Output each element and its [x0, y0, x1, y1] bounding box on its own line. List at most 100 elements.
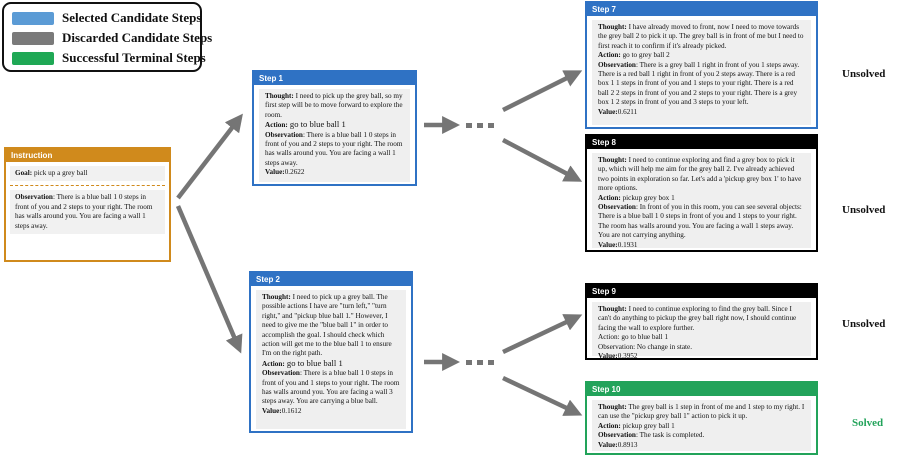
ellipsis-dot [477, 360, 483, 365]
value-text: 0.8913 [617, 440, 638, 449]
ellipsis-dot [477, 123, 483, 128]
action-label: Action: [262, 359, 285, 368]
value-text: 0.3952 [617, 352, 638, 361]
thought-text: I need to pick up the grey ball, so my f… [265, 92, 403, 119]
action-text: go to blue ball 1 [284, 357, 343, 368]
thought-text: The grey ball is 1 step in front of me a… [598, 403, 805, 421]
action-label: Action: [598, 421, 621, 430]
observation-text: Observation: No change in state. [598, 342, 693, 351]
legend-swatch-discarded [12, 31, 54, 45]
legend-label: Selected Candidate Steps [62, 10, 202, 25]
action-label: Action: [265, 121, 288, 130]
observation-label: Observation [265, 130, 303, 139]
value-label: Value: [265, 168, 285, 177]
goal-section: Goal: pick up a grey ball [10, 166, 165, 182]
arrow-instruction-to-step2 [175, 205, 243, 354]
legend-swatch-selected [12, 11, 54, 25]
legend-label: Discarded Candidate Steps [62, 30, 213, 45]
action-text: Action: go to blue ball 1 [598, 333, 669, 342]
thought-label: Thought: [265, 92, 294, 100]
observation-text: : There is a blue ball 1 0 steps in fron… [265, 130, 403, 167]
step-title: Step 9 [587, 285, 816, 298]
legend: Selected Candidate Steps Discarded Candi… [2, 2, 212, 72]
arrow-to-step9 [502, 314, 583, 355]
action-text: pickup grey box 1 [620, 193, 675, 202]
thought-text: I need to continue exploring and find a … [598, 156, 802, 193]
step-7-card: Step 7 Thought: I have already moved to … [585, 1, 818, 129]
observation-label: Observation [598, 431, 636, 440]
ellipsis-dot [466, 360, 472, 365]
arrow-instruction-to-step1 [176, 113, 243, 200]
ellipsis-dot [488, 123, 494, 128]
action-label: Action: [598, 51, 621, 60]
status-step-9: Unsolved [842, 318, 886, 330]
observation-text: : In front of you in this room, you can … [598, 203, 802, 240]
ellipsis-dot [466, 123, 472, 128]
step-title: Step 10 [587, 383, 816, 396]
observation-label: Observation [598, 60, 636, 69]
thought-label: Thought: [598, 403, 627, 411]
step-body: Thought: I have already moved to front, … [592, 20, 811, 125]
thought-label: Thought: [598, 305, 627, 313]
observation-label: Observation [598, 203, 636, 212]
thought-label: Thought: [598, 156, 627, 164]
instruction-card: Instruction Goal: pick up a grey ball Ob… [4, 147, 171, 262]
step-8-card: Step 8 Thought: I need to continue explo… [585, 134, 818, 252]
divider [10, 185, 165, 187]
observation-text: : There is a blue ball 1 0 steps in fron… [262, 369, 400, 406]
legend-item-successful: Successful Terminal Steps [12, 48, 206, 68]
action-text: go to blue ball 1 [287, 119, 346, 130]
arrow-to-step10 [502, 375, 583, 416]
step-9-card: Step 9 Thought: I need to continue explo… [585, 283, 818, 360]
action-text: pickup grey ball 1 [620, 421, 675, 430]
observation-section: Observation: There is a blue ball 1 0 st… [10, 190, 165, 235]
arrow-to-step8 [501, 138, 583, 182]
arrow-to-step7 [501, 70, 583, 113]
status-step-10: Solved [852, 417, 884, 429]
step-title: Step 8 [587, 136, 816, 149]
step-1-card: Step 1 Thought: I need to pick up the gr… [252, 70, 417, 186]
legend-label: Successful Terminal Steps [62, 50, 206, 65]
status-step-7: Unsolved [842, 68, 886, 80]
instruction-title: Instruction [6, 149, 169, 162]
observation-label: Observation [15, 193, 53, 202]
value-text: 0.2622 [284, 168, 305, 177]
step-body: Thought: I need to continue exploring an… [592, 153, 811, 249]
legend-item-discarded: Discarded Candidate Steps [12, 28, 212, 48]
value-label: Value: [598, 240, 618, 249]
action-text: go to grey ball 2 [620, 51, 670, 60]
step-2-card: Step 2 Thought: I need to pick up a grey… [249, 271, 413, 433]
goal-label: Goal: [15, 169, 33, 177]
step-body: Thought: I need to pick up a grey ball. … [256, 290, 406, 429]
value-text: 0.1931 [617, 240, 638, 249]
thought-label: Thought: [598, 23, 627, 31]
step-title: Step 7 [587, 3, 816, 16]
observation-text: : There is a blue ball 1 0 steps in fron… [15, 193, 153, 230]
status-step-8: Unsolved [842, 204, 886, 216]
observation-label: Observation [262, 369, 300, 378]
thought-text: I have already moved to front, now I nee… [598, 23, 804, 50]
action-label: Action: [598, 193, 621, 202]
value-label: Value: [598, 107, 618, 116]
step-body: Thought: The grey ball is 1 step in fron… [592, 400, 811, 451]
legend-item-selected: Selected Candidate Steps [12, 8, 201, 28]
step-10-card: Step 10 Thought: The grey ball is 1 step… [585, 381, 818, 455]
thought-label: Thought: [262, 293, 291, 301]
step-body: Thought: I need to continue exploring to… [592, 302, 811, 360]
value-text: 0.1612 [281, 406, 302, 415]
step-title: Step 1 [254, 72, 415, 85]
observation-text: : There is a grey ball 1 right in front … [598, 60, 800, 107]
value-text: 0.6211 [617, 107, 638, 116]
observation-text: : The task is completed. [635, 431, 705, 440]
value-label: Value: [598, 352, 618, 361]
thought-text: I need to pick up a grey ball. The possi… [262, 293, 392, 358]
value-label: Value: [598, 440, 618, 449]
step-title: Step 2 [251, 273, 411, 286]
value-label: Value: [262, 406, 282, 415]
legend-swatch-successful [12, 51, 54, 65]
thought-text: I need to continue exploring to find the… [598, 305, 797, 332]
step-body: Thought: I need to pick up the grey ball… [259, 89, 410, 182]
ellipsis-dot [488, 360, 494, 365]
goal-text: pick up a grey ball [32, 169, 88, 177]
